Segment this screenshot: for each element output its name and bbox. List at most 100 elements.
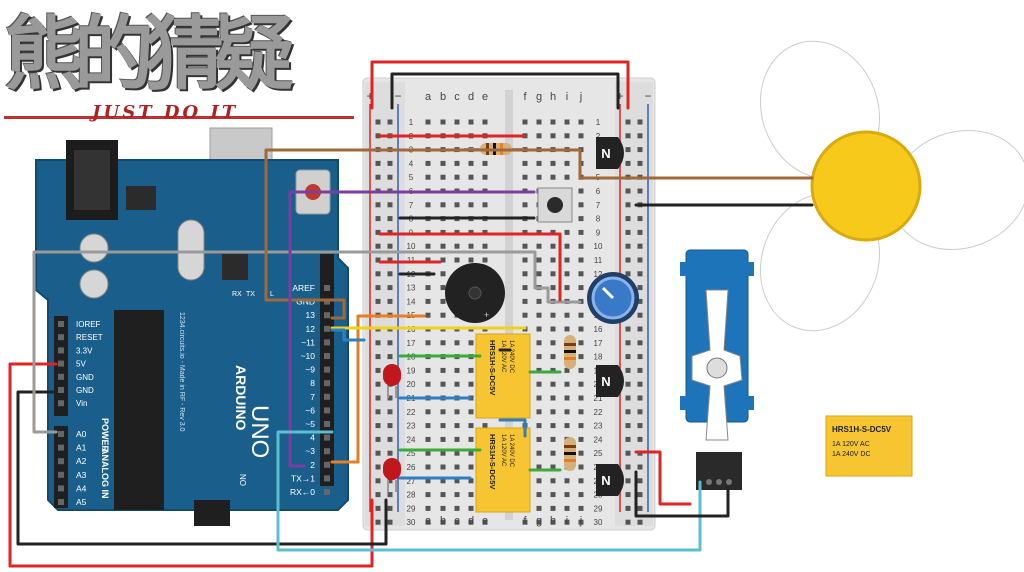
row-label: 25 bbox=[407, 449, 416, 458]
row-label: 4 bbox=[409, 159, 414, 168]
breadboard-hole bbox=[454, 202, 460, 208]
rail-hole bbox=[625, 147, 631, 153]
rail-hole bbox=[625, 160, 631, 166]
breadboard-hole bbox=[454, 174, 460, 180]
column-label: e bbox=[482, 91, 488, 103]
breadboard-hole bbox=[468, 423, 474, 429]
row-label: 25 bbox=[594, 449, 603, 458]
rail-hole bbox=[625, 492, 631, 498]
row-label: 11 bbox=[594, 256, 603, 265]
rail-hole bbox=[375, 519, 381, 525]
row-label: 5 bbox=[409, 173, 414, 182]
breadboard-hole bbox=[550, 519, 556, 525]
breadboard-hole bbox=[440, 381, 446, 387]
rail-hole bbox=[625, 340, 631, 346]
rail-hole bbox=[625, 505, 631, 511]
power-pin-label: 3.3V bbox=[76, 346, 93, 355]
row-label: 6 bbox=[596, 187, 601, 196]
breadboard-hole bbox=[536, 464, 542, 470]
breadboard-hole bbox=[578, 381, 584, 387]
column-label: f bbox=[523, 515, 527, 527]
rail-hole bbox=[625, 216, 631, 222]
rail-hole bbox=[625, 202, 631, 208]
breadboard-hole bbox=[550, 257, 556, 263]
breadboard-hole bbox=[564, 423, 570, 429]
row-label: 16 bbox=[594, 325, 603, 334]
breadboard-hole bbox=[468, 340, 474, 346]
column-label: j bbox=[579, 91, 582, 103]
npn-transistor bbox=[596, 464, 624, 496]
breadboard-hole bbox=[536, 450, 542, 456]
rail-hole bbox=[387, 505, 393, 511]
breadboard-hole bbox=[482, 423, 488, 429]
breadboard-hole bbox=[454, 119, 460, 125]
analog-pin-label: A3 bbox=[76, 470, 87, 480]
breadboard-hole bbox=[550, 464, 556, 470]
wire-blue-3 bbox=[498, 418, 527, 438]
arduino-brand: ARDUINO bbox=[233, 365, 249, 430]
digital-pin-label: 13 bbox=[306, 310, 316, 320]
breadboard-hole bbox=[578, 285, 584, 291]
usb-chip bbox=[222, 254, 248, 280]
arduino-board: ARDUINO UNO 1234.circuits.io - Made in R… bbox=[35, 127, 349, 526]
breadboard-hole bbox=[564, 257, 570, 263]
digital-pin bbox=[324, 421, 330, 427]
column-label: c bbox=[454, 515, 460, 527]
breadboard-hole bbox=[522, 243, 528, 249]
breadboard-hole bbox=[578, 436, 584, 442]
standalone-relay-spec-2: 1A 240V DC bbox=[832, 451, 871, 458]
rail-hole bbox=[637, 160, 643, 166]
breadboard-hole bbox=[536, 367, 542, 373]
breadboard-hole bbox=[482, 202, 488, 208]
transistor-label: N bbox=[601, 374, 610, 389]
breadboard-hole bbox=[550, 229, 556, 235]
breadboard-hole bbox=[468, 492, 474, 498]
breadboard-hole bbox=[578, 423, 584, 429]
rail-hole bbox=[637, 257, 643, 263]
row-label: 30 bbox=[594, 518, 603, 527]
rail-hole bbox=[625, 133, 631, 139]
column-label: i bbox=[566, 91, 568, 103]
breadboard-hole bbox=[468, 160, 474, 166]
rail-hole bbox=[375, 229, 381, 235]
analog-pin-label: A2 bbox=[76, 456, 87, 466]
row-label: 22 bbox=[594, 408, 603, 417]
breadboard-hole bbox=[454, 340, 460, 346]
dc-fan bbox=[759, 40, 1024, 332]
breadboard-hole bbox=[425, 409, 431, 415]
rail-hole bbox=[387, 285, 393, 291]
breadboard-hole bbox=[564, 326, 570, 332]
breadboard-hole bbox=[425, 492, 431, 498]
breadboard-hole bbox=[564, 285, 570, 291]
rail-hole bbox=[625, 119, 631, 125]
breadboard-hole bbox=[482, 119, 488, 125]
breadboard-hole bbox=[550, 285, 556, 291]
transistor-label: N bbox=[601, 473, 610, 488]
analog-pin bbox=[58, 485, 64, 492]
crystal bbox=[177, 219, 205, 281]
breadboard-hole bbox=[550, 492, 556, 498]
breadboard-hole bbox=[578, 409, 584, 415]
potentiometer[interactable] bbox=[587, 272, 639, 324]
breadboard-hole bbox=[550, 174, 556, 180]
rail-hole bbox=[625, 188, 631, 194]
breadboard-hole bbox=[564, 409, 570, 415]
rail-hole bbox=[637, 367, 643, 373]
breadboard-hole bbox=[550, 505, 556, 511]
rail-hole bbox=[637, 285, 643, 291]
row-label: 14 bbox=[407, 297, 416, 306]
capacitor-2 bbox=[79, 269, 109, 299]
digital-pin bbox=[324, 461, 330, 468]
power-pin-label: GND bbox=[76, 386, 94, 395]
pushbutton[interactable] bbox=[537, 187, 573, 223]
wire-red-power-loop bbox=[370, 60, 630, 110]
rail-hole bbox=[637, 133, 643, 139]
breadboard-hole bbox=[440, 450, 446, 456]
relay-label: HRS1H-S-DC5V bbox=[488, 340, 497, 395]
breadboard-hole bbox=[578, 492, 584, 498]
digital-pin-label: ~9 bbox=[305, 365, 315, 375]
breadboard-hole bbox=[536, 298, 542, 304]
breadboard-hole bbox=[425, 174, 431, 180]
breadboard-hole bbox=[440, 505, 446, 511]
